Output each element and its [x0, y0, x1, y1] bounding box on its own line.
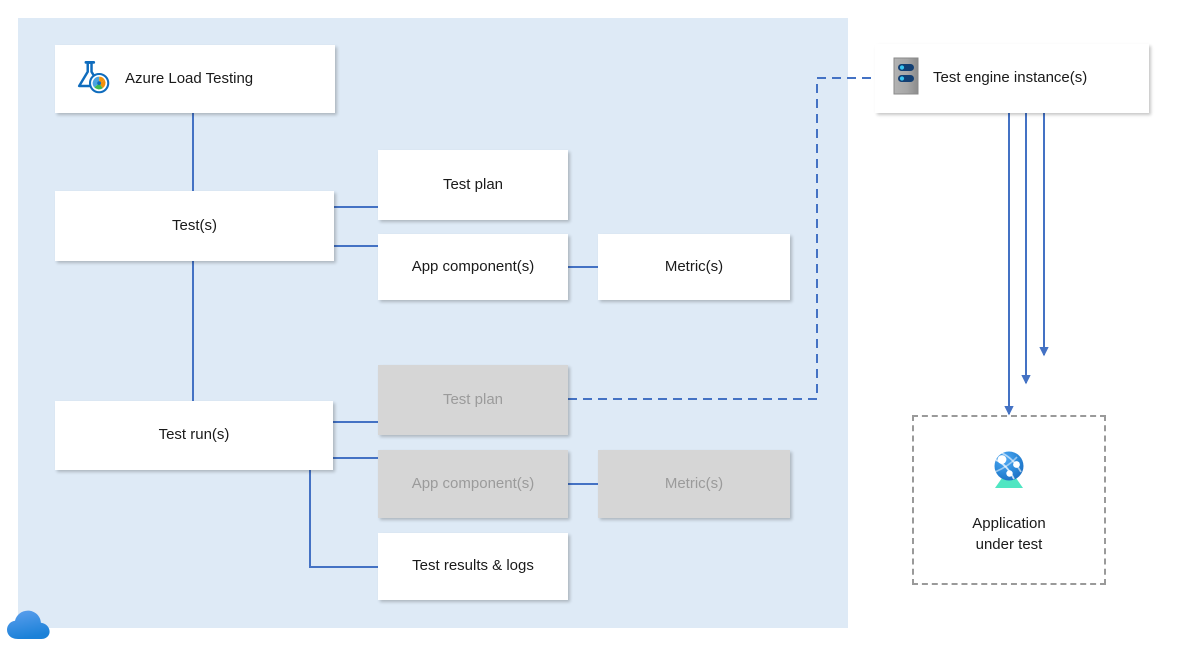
node-label: App component(s): [411, 257, 535, 275]
node-label: Application under test: [972, 514, 1045, 555]
flask-gauge-icon: [73, 57, 111, 101]
node-test-engine-instances[interactable]: Test engine instance(s): [875, 44, 1149, 113]
cloud-icon: [6, 608, 52, 642]
node-app-components[interactable]: App component(s): [378, 234, 568, 300]
wire-testplan-to-testengine-dashed: [568, 77, 875, 400]
node-test-runs[interactable]: Test run(s): [55, 401, 333, 470]
node-label: Metric(s): [664, 257, 724, 275]
node-run-metrics[interactable]: Metric(s): [598, 450, 790, 518]
node-label: Test plan: [442, 390, 504, 408]
node-label: App component(s): [411, 474, 535, 492]
app-globe-icon: [983, 445, 1035, 500]
node-application-under-test[interactable]: Application under test: [912, 415, 1106, 585]
node-run-test-plan[interactable]: Test plan: [378, 365, 568, 435]
node-label: Metric(s): [664, 474, 724, 492]
server-rack-icon: [893, 57, 919, 101]
wire-testruns-to-results: [309, 470, 378, 568]
node-label: Test plan: [442, 175, 504, 193]
application-under-test-line2: under test: [975, 535, 1043, 553]
node-run-app-components[interactable]: App component(s): [378, 450, 568, 518]
node-label: Test results & logs: [412, 557, 534, 575]
node-tests[interactable]: Test(s): [55, 191, 334, 261]
node-label: Azure Load Testing: [125, 69, 254, 87]
node-azure-load-testing[interactable]: Azure Load Testing: [55, 45, 335, 113]
node-metrics[interactable]: Metric(s): [598, 234, 790, 300]
node-test-plan[interactable]: Test plan: [378, 150, 568, 220]
azure-service-boundary-panel: [18, 18, 848, 628]
node-test-results-logs[interactable]: Test results & logs: [378, 533, 568, 600]
application-boundary-panel: [848, 343, 1199, 628]
application-under-test-line1: Application: [972, 515, 1046, 533]
node-label: Test engine instance(s): [933, 69, 1088, 87]
node-label: Test run(s): [158, 426, 230, 444]
node-label: Test(s): [172, 216, 217, 234]
